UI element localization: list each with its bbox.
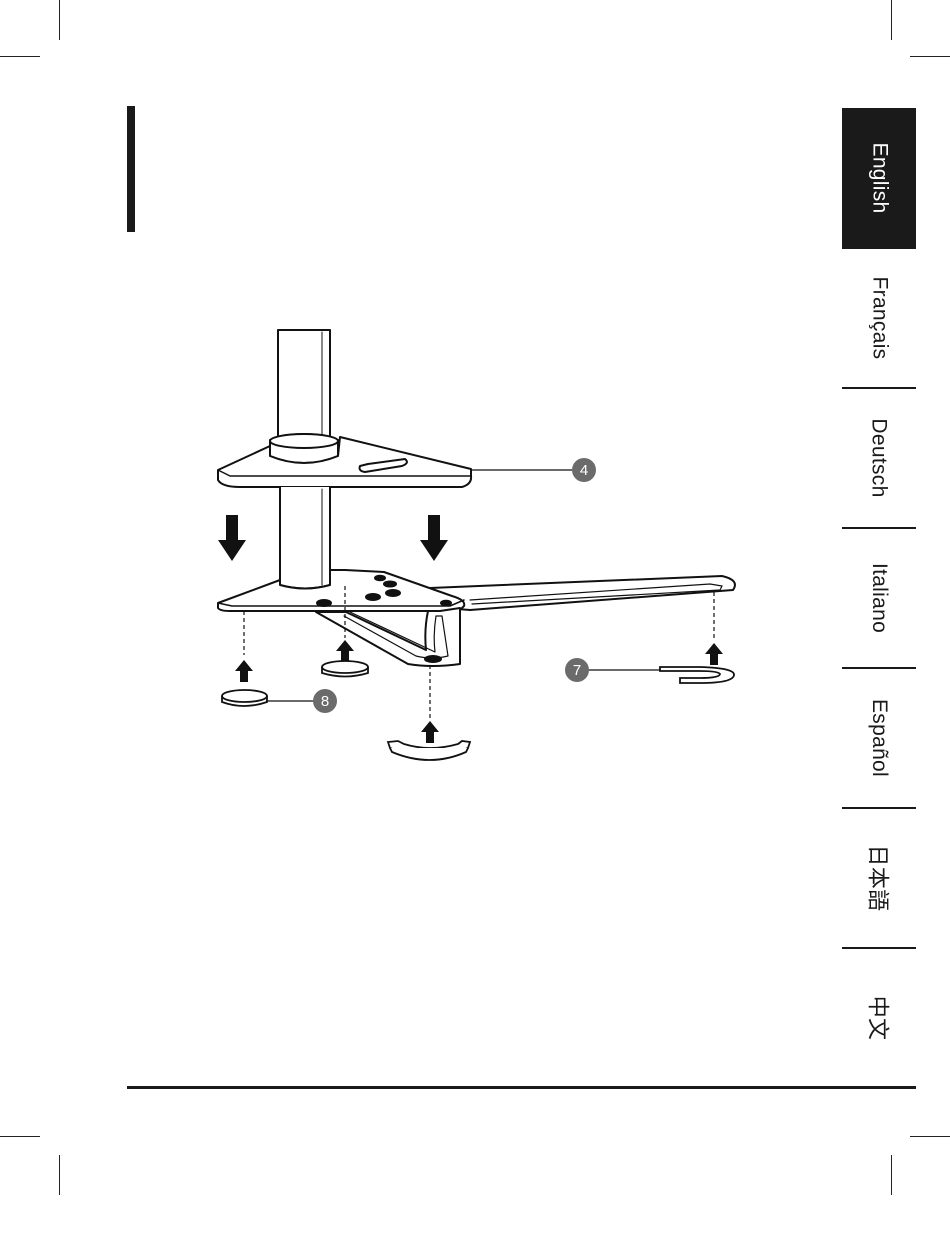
clip-washer-center (388, 741, 470, 760)
callout-7-label: 7 (573, 662, 581, 679)
tab-japanese[interactable]: 日本語 (842, 808, 916, 948)
crop-mark-top-left-v (59, 0, 60, 40)
crop-mark-top-right-h (910, 56, 950, 57)
base-plate (218, 570, 464, 612)
footer-rule (127, 1086, 916, 1089)
callout-4: 4 (572, 458, 596, 482)
tab-english[interactable]: English (842, 108, 916, 248)
pole-lower (280, 487, 330, 589)
tab-deutsch-label: Deutsch (867, 418, 891, 497)
crop-mark-top-left-h (0, 56, 40, 57)
pole-upper (278, 330, 330, 440)
down-arrow-right (420, 515, 448, 561)
tab-chinese-label: 中文 (863, 996, 895, 1041)
base-long-arm (430, 576, 735, 610)
crop-mark-bottom-left-h (0, 1136, 40, 1137)
callout-7: 7 (565, 658, 589, 682)
crop-mark-top-right-v (891, 0, 892, 40)
upper-plate (218, 437, 471, 487)
base-short-leg (316, 608, 460, 666)
down-arrow-left (218, 515, 246, 561)
tab-japanese-label: 日本語 (863, 845, 895, 912)
tab-espanol-label: Español (867, 699, 891, 777)
tab-italiano-label: Italiano (867, 563, 891, 633)
crop-mark-bottom-right-h (910, 1136, 950, 1137)
tab-francais-label: Français (867, 277, 891, 360)
tab-espanol[interactable]: Español (842, 668, 916, 808)
foot-pad-middle (322, 661, 368, 677)
tab-italiano[interactable]: Italiano (842, 528, 916, 668)
tab-deutsch[interactable]: Deutsch (842, 388, 916, 528)
language-tabs: English Français Deutsch Italiano Españo… (842, 108, 916, 1088)
up-arrow-4 (705, 643, 723, 665)
crop-mark-bottom-right-v (891, 1155, 892, 1195)
up-arrow-1 (235, 660, 253, 682)
assembly-diagram: 4 7 8 (200, 325, 760, 775)
tab-francais[interactable]: Français (842, 248, 916, 388)
callout-8: 8 (313, 689, 337, 713)
callout-4-label: 4 (580, 462, 588, 479)
up-arrow-3 (421, 721, 439, 743)
tab-english-label: English (867, 143, 891, 214)
foot-pad-left (222, 690, 267, 706)
up-arrow-2 (336, 640, 354, 662)
tab-chinese[interactable]: 中文 (842, 948, 916, 1088)
callout-8-label: 8 (321, 693, 329, 710)
u-clip (660, 667, 734, 683)
crop-mark-bottom-left-v (59, 1155, 60, 1195)
section-marker-bar (127, 106, 135, 232)
